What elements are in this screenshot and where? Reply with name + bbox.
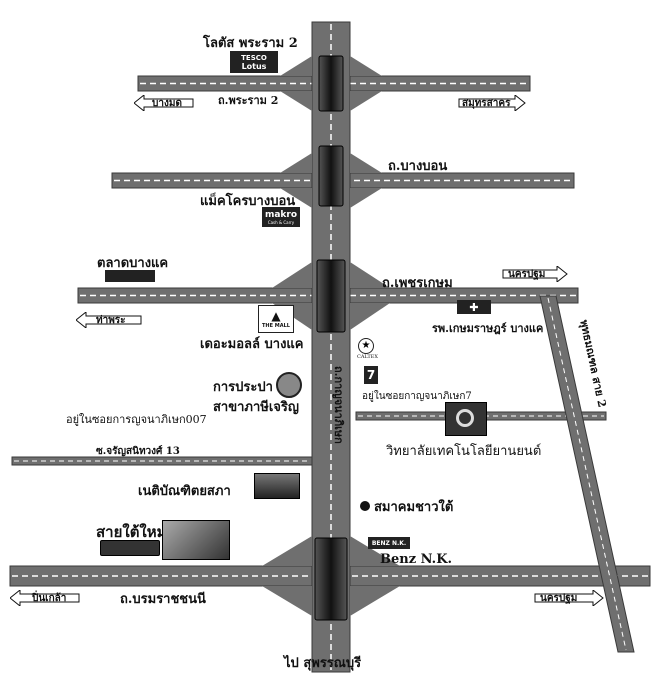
- makro-logo-subtext: Cash & Carry: [267, 219, 295, 225]
- label-lotus-rama2: โลตัส พระราม 2: [203, 36, 298, 51]
- direction-label-pinklao: ปิ่นเกล้า: [32, 593, 67, 604]
- label-lawyers-council: เนติบัณฑิตยสภา: [138, 484, 231, 499]
- direction-label-samut-sakhon: สมุทรสาคร: [462, 98, 511, 109]
- label-road-bangbon: ถ.บางบอน: [388, 159, 448, 174]
- road-phutthamonthon-2: [539, 295, 635, 653]
- direction-sign-nakhon-pathom-north: นครปฐม: [502, 266, 568, 282]
- caltex-star-icon: ★: [358, 338, 374, 354]
- seven-eleven-icon: 7: [364, 366, 378, 384]
- bus-icon: [100, 540, 160, 556]
- lawyers-council-building-icon: [254, 473, 300, 499]
- benz-nk-logo-text: BENZ N.K.: [371, 539, 407, 547]
- hospital-cross-icon: ✚: [469, 300, 479, 314]
- tech-college-logo-icon: [445, 402, 487, 436]
- direction-label-bangmot: บางมด: [152, 98, 182, 109]
- label-sai-tai-mai: สายใต้ใหม่: [96, 523, 167, 541]
- label-makro-bangbon: แม็คโครบางบอน: [200, 194, 296, 209]
- direction-label-tha-phra: ท่าพระ: [96, 315, 126, 326]
- direction-sign-nakhon-pathom-south: นครปฐม: [534, 590, 604, 606]
- label-road-charan-13: ซ.จรัญสนิทวงศ์ 13: [96, 446, 180, 457]
- overpass-bangbon: [318, 145, 344, 207]
- makro-logo: makro Cash & Carry: [262, 207, 300, 227]
- direction-sign-tha-phra: ท่าพระ: [76, 312, 142, 328]
- the-mall-logo-mark: ▲: [271, 309, 281, 323]
- label-tech-college: วิทยาลัยเทคโนโลยียานยนต์: [386, 444, 542, 459]
- label-kasemrad-hospital: รพ.เกษมราษฎร์ บางแค: [432, 322, 544, 335]
- overpass-boromratchachonnani: [314, 537, 348, 621]
- overpass-rama2: [318, 55, 344, 112]
- caltex-logo-text: CALTEX: [357, 354, 378, 360]
- lotus-logo-text: Lotus: [241, 61, 267, 71]
- label-kanchanaphisek-007: อยู่ในซอยการญจนาภิเษก007: [66, 413, 207, 426]
- southern-assoc-dot-icon: [360, 501, 370, 511]
- benz-nk-logo: BENZ N.K.: [368, 537, 410, 549]
- direction-sign-bangmot: บางมด: [134, 95, 194, 111]
- label-road-boromratchachonnani: ถ.บรมราชชนนี: [120, 592, 206, 607]
- kasemrad-hospital-logo: ✚: [457, 300, 491, 314]
- label-road-phetkasem: ถ.เพชรเกษม: [382, 276, 453, 291]
- sai-tai-mai-terminal-icon: [162, 520, 230, 560]
- overpass-phetkasem: [316, 259, 346, 333]
- label-kanchanaphisek-soi7: อยู่ในซอยกาญจนาภิเษก7: [362, 391, 472, 402]
- label-to-suphanburi: ไป สุพรรณบุรี: [284, 656, 362, 671]
- direction-sign-pinklao: ปิ่นเกล้า: [10, 590, 80, 606]
- label-southern-assoc: สมาคมชาวใต้: [374, 500, 454, 515]
- label-road-kanchanaphisek: ถ.กาญจนาภิเษก: [332, 366, 345, 444]
- the-mall-logo: ▲ THE MALL: [258, 305, 294, 333]
- tesco-logo-text: TESCO: [241, 53, 267, 62]
- label-water-authority-1: การประปา: [213, 380, 273, 395]
- talad-bangkhae-icon: [105, 270, 155, 282]
- direction-label-nakhon-pathom-north: นครปฐม: [508, 269, 546, 280]
- label-road-rama2: ถ.พระราม 2: [218, 94, 279, 107]
- direction-sign-samut-sakhon: สมุทรสาคร: [458, 95, 526, 111]
- direction-label-nakhon-pathom-south: นครปฐม: [540, 593, 578, 604]
- label-talad-bangkhae: ตลาดบางแค: [97, 256, 169, 271]
- label-water-authority-2: สาขาภาษีเจริญ: [213, 400, 299, 415]
- makro-logo-text: makro: [264, 209, 298, 220]
- the-mall-logo-text: THE MALL: [262, 323, 290, 329]
- tech-college-gear-icon: [456, 409, 474, 427]
- label-benz-nk: Benz N.K.: [380, 552, 453, 567]
- tesco-lotus-logo: TESCO Lotus: [230, 51, 278, 73]
- label-the-mall: เดอะมอลล์ บางแค: [200, 337, 304, 352]
- water-authority-logo-icon: [276, 372, 302, 398]
